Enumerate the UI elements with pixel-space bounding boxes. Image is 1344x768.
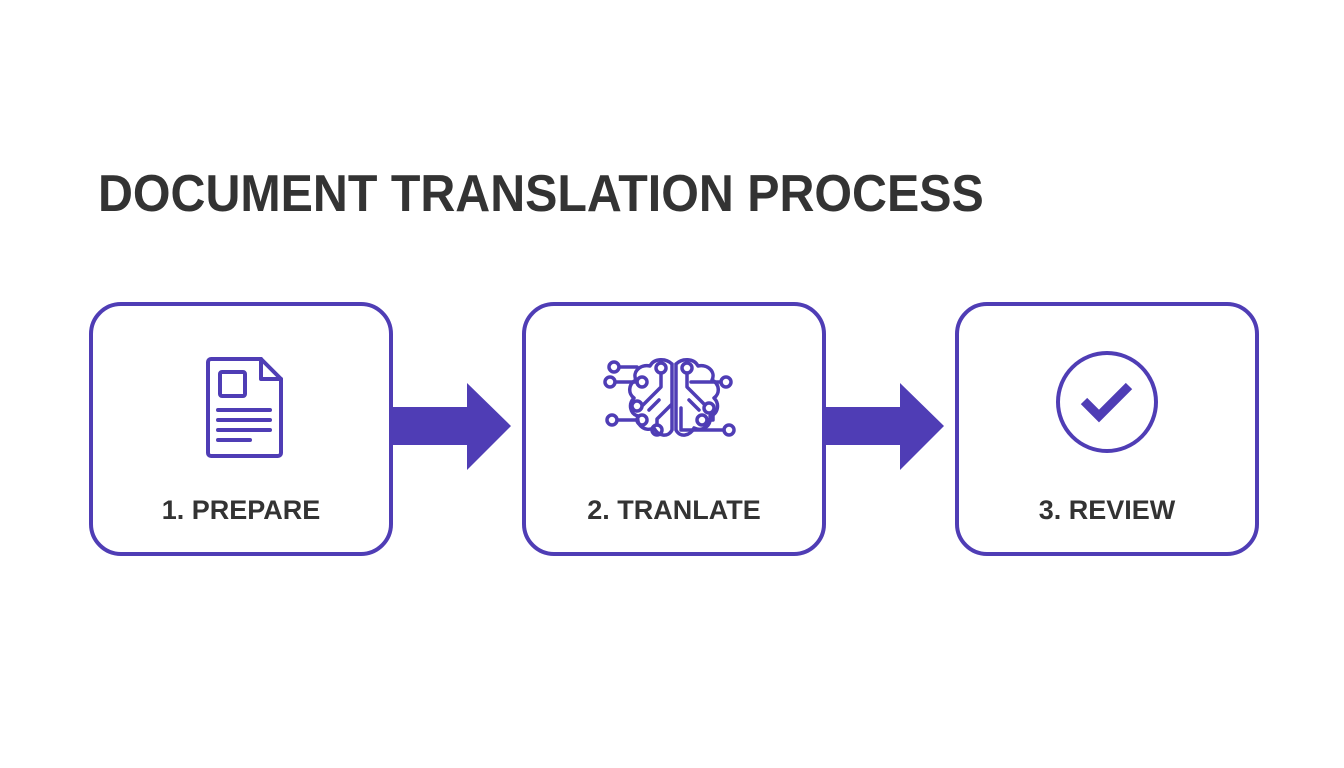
arrow-right-icon xyxy=(824,383,944,470)
step-label: 2. TRANLATE xyxy=(587,495,761,525)
diagram-title: DOCUMENT TRANSLATION PROCESS xyxy=(98,165,984,223)
step-label: 1. PREPARE xyxy=(161,495,321,525)
check-circle-icon xyxy=(1056,351,1158,453)
step-label: 3. REVIEW xyxy=(1038,495,1176,525)
brain-circuit-icon xyxy=(603,358,736,437)
arrow-right-icon xyxy=(391,383,511,470)
document-icon xyxy=(206,357,283,458)
step-review: 3. REVIEW xyxy=(955,302,1259,556)
step-translate: 2. TRANLATE xyxy=(522,302,826,556)
step-prepare: 1. PREPARE xyxy=(89,302,393,556)
